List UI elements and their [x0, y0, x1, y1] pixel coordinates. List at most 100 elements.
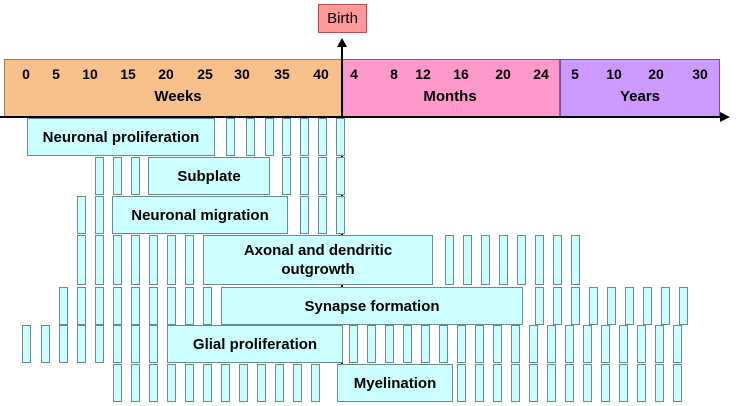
timeline-bar-row3-5: [167, 235, 176, 285]
timeline-bar-row3-4: [149, 235, 158, 285]
timeline-bar-row4-15: [643, 287, 652, 325]
tick-months-8: 8: [390, 66, 398, 82]
timeline-bar-row3-0: [77, 235, 86, 285]
timeline-bar-row5-4: [95, 325, 104, 363]
timeline-bar-row5-10: [385, 325, 394, 363]
timeline-bar-row5-11: [403, 325, 412, 363]
tick-years-5: 5: [571, 66, 579, 82]
timeline-bar-row5-9: [367, 325, 376, 363]
timeline-bar-row4-2: [95, 287, 104, 325]
timeline-bar-row4-4: [131, 287, 140, 325]
timeline-bar-row5-14: [457, 325, 466, 363]
timeline-bar-row6-18: [565, 364, 574, 402]
weeks-unit-label: Weeks: [154, 88, 202, 105]
tick-weeks-35: 35: [274, 66, 290, 82]
timeline-bar-row5-18: [529, 325, 538, 363]
timeline-bar-row0-0: [226, 118, 235, 156]
timeline-bar-row2-1: [95, 196, 104, 234]
timeline-bar-row5-23: [619, 325, 628, 363]
tick-weeks-15: 15: [120, 66, 136, 82]
timeline-bar-row2-2: [300, 196, 309, 234]
timeline-bar-row6-6: [221, 364, 230, 402]
months-segment: [342, 59, 560, 117]
tick-weeks-40: 40: [313, 66, 329, 82]
timeline-bar-row4-8: [203, 287, 212, 325]
timeline-bar-row6-11: [311, 364, 320, 402]
tick-weeks-30: 30: [234, 66, 250, 82]
tick-weeks-0: 0: [22, 66, 30, 82]
timeline-bar-row5-7: [149, 325, 158, 363]
timeline-bar-row0-6: [336, 118, 345, 156]
timeline-bar-row3-13: [553, 235, 562, 285]
timeline-bar-row1-5: [318, 157, 327, 195]
tick-years-20: 20: [648, 66, 664, 82]
process-myelination: Myelination: [337, 364, 453, 402]
timeline-bar-row6-17: [547, 364, 556, 402]
timeline-bar-row5-20: [565, 325, 574, 363]
timeline-bar-row6-19: [583, 364, 592, 402]
timeline-bar-row4-14: [625, 287, 634, 325]
timeline-bar-row6-9: [275, 364, 284, 402]
timeline-bar-row4-12: [589, 287, 598, 325]
timeline-bar-row4-13: [607, 287, 616, 325]
timeline-bar-row5-3: [77, 325, 86, 363]
tick-months-20: 20: [495, 66, 511, 82]
timeline-bar-row5-1: [41, 325, 50, 363]
timeline-bar-row1-4: [300, 157, 309, 195]
timeline-bar-row1-6: [336, 157, 345, 195]
timeline-bar-row6-12: [457, 364, 466, 402]
tick-years-10: 10: [606, 66, 622, 82]
tick-weeks-25: 25: [197, 66, 213, 82]
timeline-bar-row6-21: [619, 364, 628, 402]
time-axis-arrow-right: [720, 112, 730, 122]
timeline-bar-row2-3: [318, 196, 327, 234]
process-glial-proliferation: Glial proliferation: [167, 325, 343, 363]
timeline-bar-row6-20: [601, 364, 610, 402]
timeline-bar-row0-4: [300, 118, 309, 156]
time-axis-horizontal: [0, 116, 722, 118]
timeline-bar-row3-12: [535, 235, 544, 285]
timeline-bar-row5-15: [475, 325, 484, 363]
timeline-bar-row5-24: [637, 325, 646, 363]
timeline-bar-row0-3: [282, 118, 291, 156]
timeline-bar-row3-9: [481, 235, 490, 285]
months-unit-label: Months: [423, 88, 477, 105]
process-neuronal-proliferation: Neuronal proliferation: [27, 118, 215, 156]
timeline-bar-row6-15: [511, 364, 520, 402]
timeline-bar-row3-10: [499, 235, 508, 285]
timeline-bar-row5-22: [601, 325, 610, 363]
timeline-bar-row4-5: [149, 287, 158, 325]
timeline-bar-row6-8: [257, 364, 266, 402]
timeline-bar-row5-12: [421, 325, 430, 363]
tick-weeks-10: 10: [82, 66, 98, 82]
timeline-bar-row5-5: [113, 325, 122, 363]
timeline-bar-row6-24: [673, 364, 682, 402]
timeline-bar-row6-7: [239, 364, 248, 402]
timeline-bar-row1-0: [95, 157, 104, 195]
weeks-segment: [4, 59, 342, 117]
tick-months-12: 12: [415, 66, 431, 82]
tick-weeks-20: 20: [158, 66, 174, 82]
timeline-bar-row4-17: [679, 287, 688, 325]
timeline-bar-row6-0: [113, 364, 122, 402]
timeline-bar-row1-1: [113, 157, 122, 195]
timeline-bar-row3-6: [185, 235, 194, 285]
timeline-bar-row5-8: [349, 325, 358, 363]
timeline-bar-row5-17: [511, 325, 520, 363]
birth-axis-arrow-up: [337, 38, 347, 47]
timeline-bar-row4-11: [571, 287, 580, 325]
timeline-bar-row0-2: [265, 118, 274, 156]
process-subplate: Subplate: [148, 157, 270, 195]
timeline-bar-row6-2: [149, 364, 158, 402]
timeline-bar-row4-10: [553, 287, 562, 325]
timeline-bar-row3-2: [113, 235, 122, 285]
timeline-bar-row6-13: [475, 364, 484, 402]
timeline-bar-row4-1: [77, 287, 86, 325]
timeline-bar-row6-14: [493, 364, 502, 402]
timeline-bar-row3-8: [463, 235, 472, 285]
timeline-bar-row2-0: [77, 196, 86, 234]
timeline-bar-row1-3: [282, 157, 291, 195]
timeline-bar-row6-1: [131, 364, 140, 402]
timeline-bar-row6-22: [637, 364, 646, 402]
timeline-bar-row3-14: [571, 235, 580, 285]
